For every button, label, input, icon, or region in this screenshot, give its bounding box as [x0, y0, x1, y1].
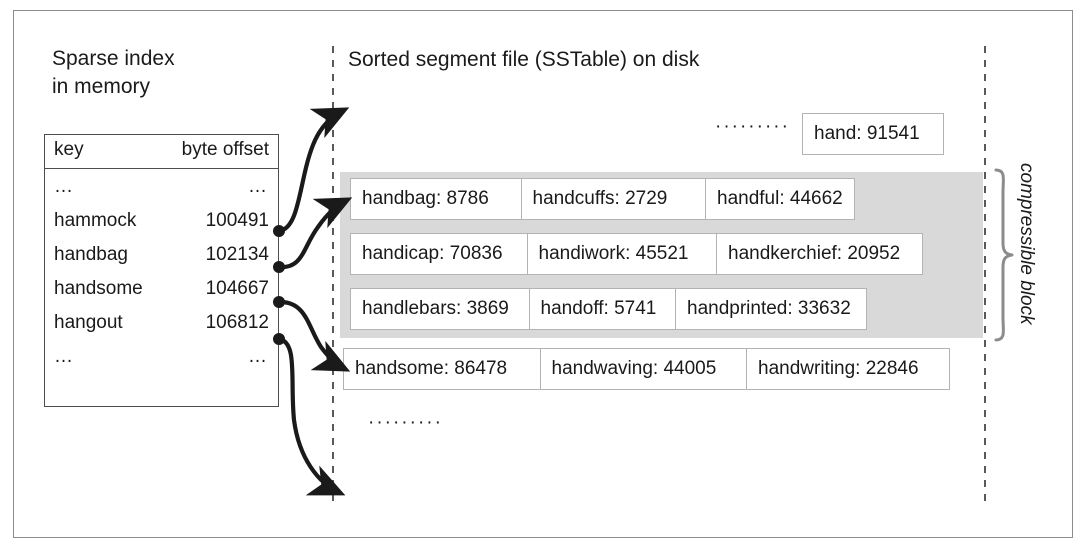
cell-offset: 104667 — [205, 278, 269, 299]
segment-entry: hand: 91541 — [802, 113, 944, 155]
segment-entry: handprinted: 33632 — [675, 288, 867, 330]
segment-entry: handwriting: 22846 — [746, 348, 950, 390]
segment-row-top: hand: 91541 — [802, 113, 944, 155]
table-row: handsome 104667 — [45, 275, 278, 309]
segment-entry: handkerchief: 20952 — [716, 233, 923, 275]
cell-offset: 106812 — [205, 312, 269, 333]
sparse-index-body: … … hammock 100491 handbag 102134 handso… — [45, 169, 278, 377]
segment-entry: handsome: 86478 — [343, 348, 541, 390]
table-row: handbag 102134 — [45, 241, 278, 275]
table-row: … … — [45, 173, 278, 207]
cell-key: handbag — [54, 244, 128, 265]
cell-offset: 100491 — [205, 210, 269, 231]
cell-key: hammock — [54, 210, 137, 231]
segment-entry: handicap: 70836 — [350, 233, 528, 275]
cell-key: … — [54, 346, 75, 367]
sstable-caption: Sorted segment file (SSTable) on disk — [348, 48, 700, 71]
cell-key: hangout — [54, 312, 123, 333]
cell-key: … — [54, 176, 75, 197]
segment-entry: handbag: 8786 — [350, 178, 522, 220]
table-row: hammock 100491 — [45, 207, 278, 241]
sparse-index-table: key byte offset … … hammock 100491 handb… — [44, 134, 279, 407]
segment-entry: handful: 44662 — [705, 178, 855, 220]
column-header-key: key — [54, 139, 84, 160]
cell-offset: … — [248, 176, 269, 197]
sparse-index-header-row: key byte offset — [45, 135, 278, 169]
cell-key: handsome — [54, 278, 143, 299]
leading-ellipsis: ········· — [715, 116, 790, 137]
trailing-ellipsis: ········· — [368, 412, 443, 433]
table-row: … … — [45, 343, 278, 377]
column-header-byte-offset: byte offset — [181, 139, 269, 160]
segment-entry: handwaving: 44005 — [539, 348, 748, 390]
table-row: hangout 106812 — [45, 309, 278, 343]
cell-offset: 102134 — [205, 244, 269, 265]
segment-entry: handoff: 5741 — [528, 288, 677, 330]
segment-entry: handiwork: 45521 — [526, 233, 718, 275]
sparse-index-caption: Sparse index in memory — [52, 47, 175, 98]
segment-entry: handcuffs: 2729 — [520, 178, 707, 220]
segment-entry: handlebars: 3869 — [350, 288, 530, 330]
compressible-block-label: compressible block — [1013, 163, 1041, 353]
compressible-block-label-text: compressible block — [1016, 163, 1037, 325]
cell-offset: … — [248, 346, 269, 367]
